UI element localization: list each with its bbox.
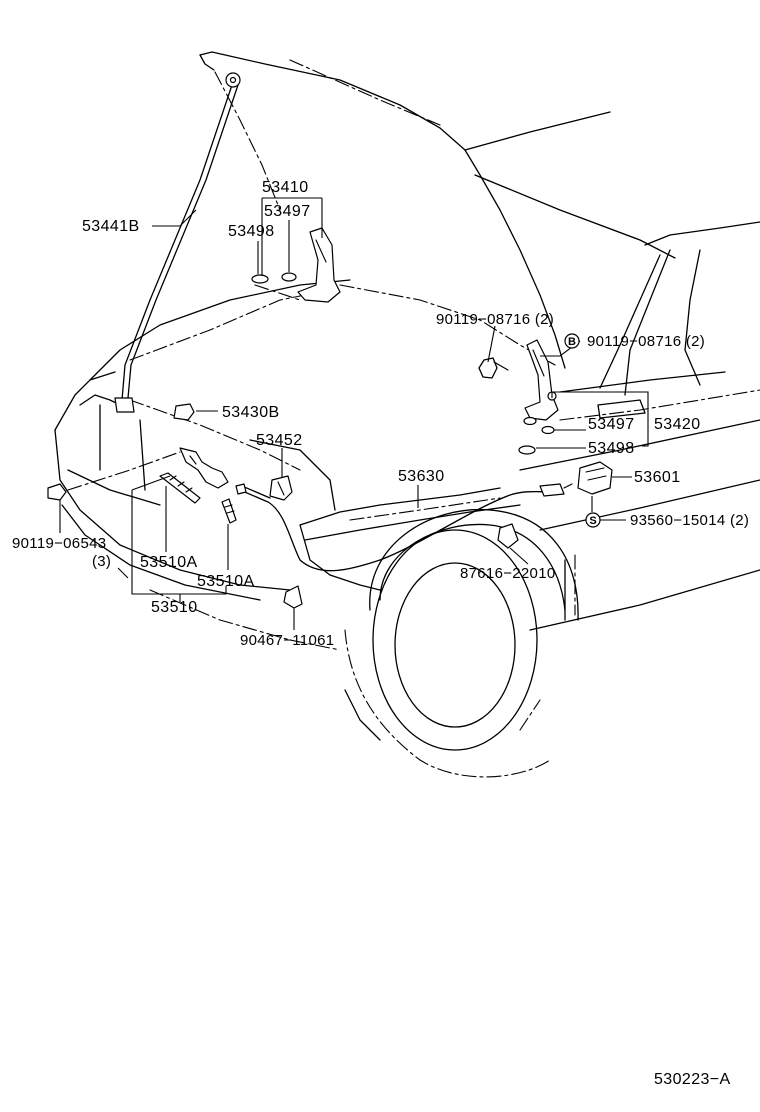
label-93560-15014: 93560−15014 (2) <box>630 512 749 529</box>
b-mark: B <box>564 333 580 349</box>
right-hood-hinge <box>478 339 559 455</box>
label-90119-08716-right: 90119−08716 (2) <box>587 333 705 350</box>
label-90119-08716-upper: 90119−08716 (2) <box>436 311 554 328</box>
leader-lines <box>59 197 649 630</box>
label-53441b: 53441B <box>82 218 140 235</box>
label-53497-right: 53497 <box>588 416 635 433</box>
label-53420: 53420 <box>654 416 701 433</box>
b-mark-text: B <box>568 336 576 348</box>
s-mark: S <box>585 512 601 528</box>
label-53410: 53410 <box>262 179 309 196</box>
label-87616-22010: 87616−22010 <box>460 565 555 582</box>
s-mark-text: S <box>589 515 596 527</box>
hood-lock-assembly <box>47 447 237 524</box>
label-53452: 53452 <box>256 432 303 449</box>
release-cable <box>235 483 573 572</box>
label-53497-left: 53497 <box>264 203 311 220</box>
left-hood-hinge <box>251 227 341 303</box>
label-53498-left: 53498 <box>228 223 275 240</box>
release-lever-and-clamps <box>283 461 613 609</box>
label-53510: 53510 <box>151 599 198 616</box>
label-90119-06543: 90119−06543 <box>12 535 106 552</box>
label-53510a-left: 53510A <box>140 554 198 571</box>
label-53430b: 53430B <box>222 404 280 421</box>
label-53510a-right: 53510A <box>197 573 255 590</box>
figure-code: 530223−A <box>654 1071 731 1088</box>
label-90467-11061: 90467−11061 <box>240 632 334 649</box>
label-53601: 53601 <box>634 469 681 486</box>
striker-and-cushion <box>173 403 293 501</box>
label-53498-right: 53498 <box>588 440 635 457</box>
label-53630: 53630 <box>398 468 445 485</box>
hood-support-rod <box>114 72 241 413</box>
part-labels: 53441B 53410 53497 53498 90119−08716 (2)… <box>12 179 749 1088</box>
label-qty-3: (3) <box>92 553 111 570</box>
vehicle-outline <box>54 51 760 778</box>
